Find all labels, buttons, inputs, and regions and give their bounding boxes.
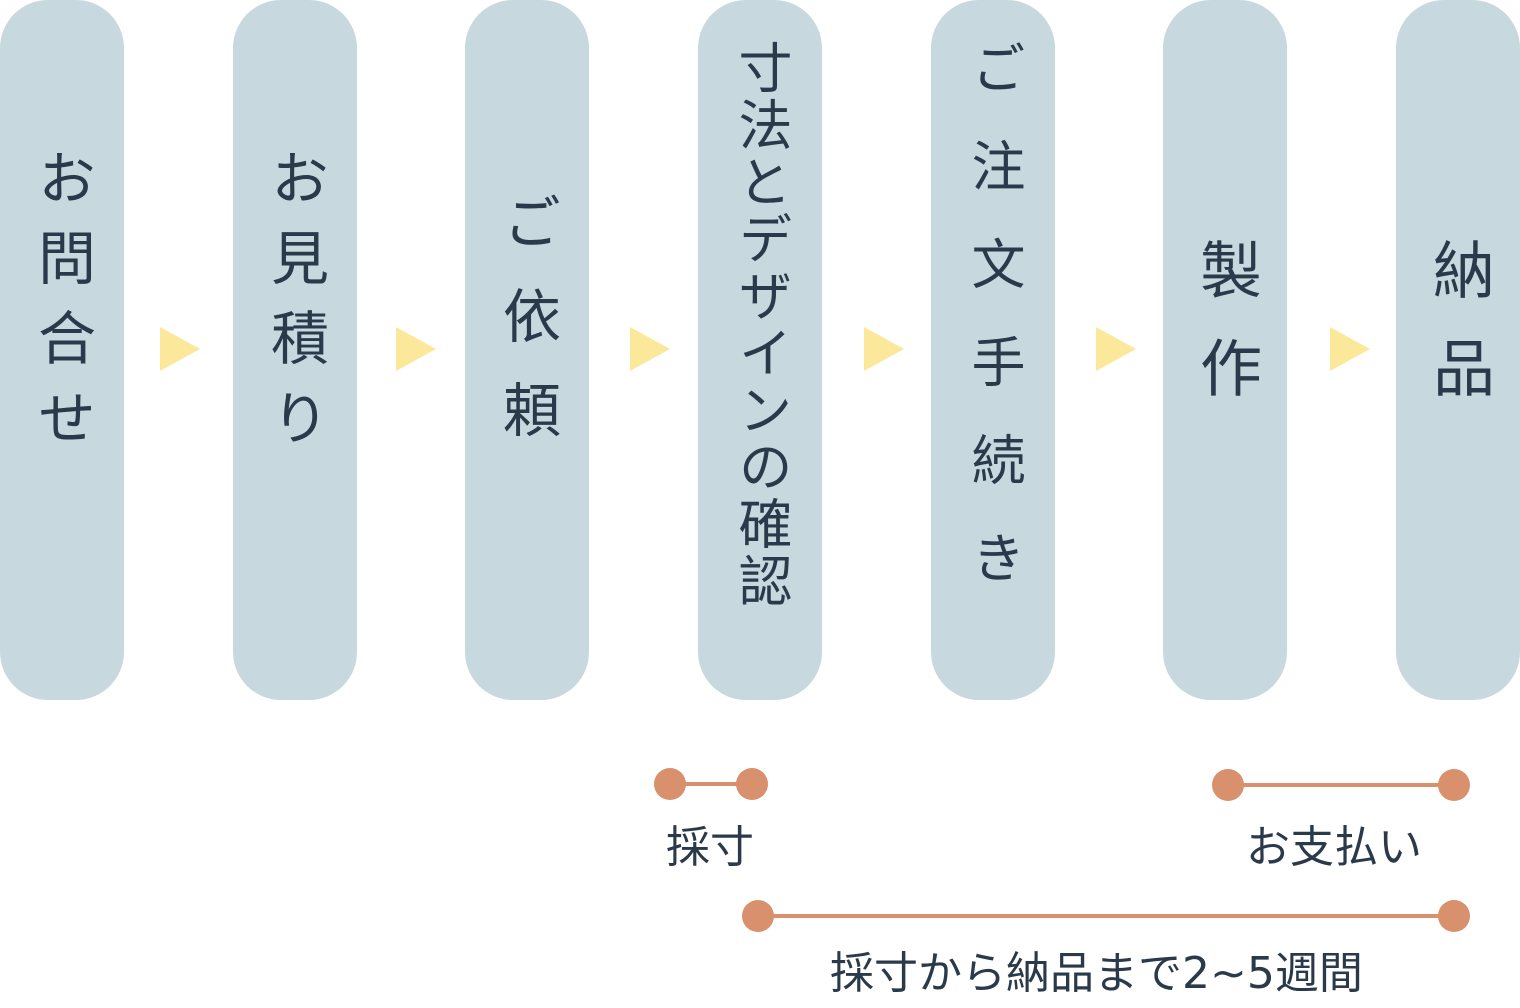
- step-inquiry-label: お問合せ: [28, 148, 96, 468]
- duration-bracket-line: [758, 914, 1454, 918]
- payment-note: お支払い: [1246, 822, 1422, 873]
- measure-bracket-line: [670, 782, 752, 786]
- arrow-3: [630, 327, 670, 371]
- step-design-check-label: 寸法とデザインの確認: [729, 40, 792, 610]
- payment-bracket-line: [1228, 783, 1454, 787]
- duration-bracket-end-dot: [1438, 900, 1470, 932]
- arrow-1: [160, 327, 200, 371]
- step-order: ご注文手続き: [931, 0, 1055, 700]
- arrow-5: [1096, 327, 1136, 371]
- measure-note: 採寸: [666, 822, 754, 873]
- measure-bracket-start-dot: [654, 768, 686, 800]
- step-delivery-label: 納品: [1422, 238, 1495, 434]
- step-order-label: ご注文手続き: [962, 40, 1025, 628]
- step-production: 製作: [1163, 0, 1287, 700]
- arrow-4: [864, 327, 904, 371]
- payment-bracket-end-dot: [1438, 769, 1470, 801]
- duration-note: 採寸から納品まで2~5週間: [830, 948, 1363, 999]
- payment-bracket-start-dot: [1212, 769, 1244, 801]
- step-estimate: お見積り: [233, 0, 357, 700]
- step-production-label: 製作: [1189, 238, 1262, 434]
- step-design-check: 寸法とデザインの確認: [698, 0, 822, 700]
- measure-bracket-end-dot: [736, 768, 768, 800]
- arrow-6: [1330, 327, 1370, 371]
- step-delivery: 納品: [1396, 0, 1520, 700]
- duration-bracket-start-dot: [742, 900, 774, 932]
- step-inquiry: お問合せ: [0, 0, 124, 700]
- step-request-label: ご依頼: [493, 192, 561, 474]
- step-estimate-label: お見積り: [261, 148, 329, 468]
- arrow-2: [396, 327, 436, 371]
- step-request: ご依頼: [465, 0, 589, 700]
